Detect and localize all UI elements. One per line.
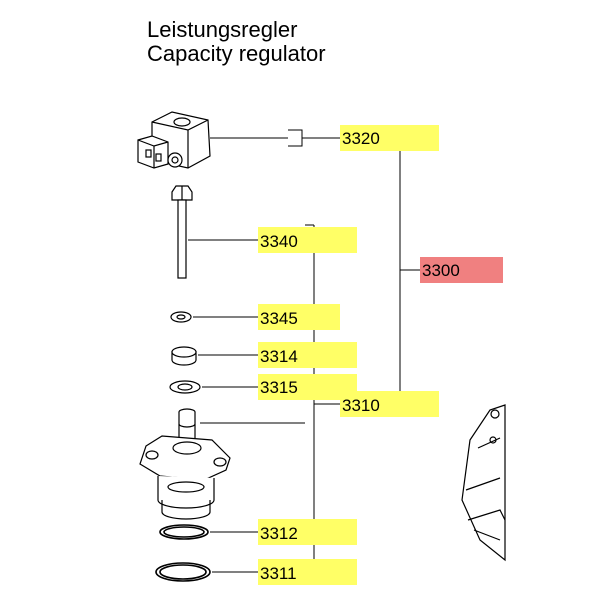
callout-3311[interactable]: 3311 xyxy=(258,559,357,585)
callout-3300[interactable]: 3300 xyxy=(420,257,503,283)
cap-part[interactable] xyxy=(171,346,197,366)
callout-3311-highlight xyxy=(258,559,357,585)
callout-3340-label: 3340 xyxy=(260,232,298,251)
title-block: Leistungsregler Capacity regulator xyxy=(147,18,326,66)
title-english: Capacity regulator xyxy=(147,41,326,66)
callout-3312-highlight xyxy=(258,519,357,545)
callout-3310-label: 3310 xyxy=(342,396,380,415)
bolt-part[interactable] xyxy=(171,185,193,279)
title-german: Leistungsregler xyxy=(147,17,298,42)
seal-washer-part[interactable] xyxy=(169,380,201,394)
callout-3345-highlight xyxy=(258,304,340,330)
callout-3320-highlight xyxy=(340,125,439,151)
callout-3315-label: 3315 xyxy=(260,378,298,397)
callout-3300-highlight xyxy=(420,257,503,283)
callout-3300-label: 3300 xyxy=(422,261,460,280)
callout-3314-highlight xyxy=(258,342,357,368)
callout-3314-label: 3314 xyxy=(260,347,298,366)
callout-3310-highlight xyxy=(340,391,439,417)
solenoid-coil-part[interactable] xyxy=(137,111,211,169)
callout-3312[interactable]: 3312 xyxy=(258,519,357,545)
o-ring-small-part[interactable] xyxy=(159,524,209,540)
washer-part[interactable] xyxy=(170,311,192,323)
callout-3320-label: 3320 xyxy=(342,129,380,148)
callout-3345-label: 3345 xyxy=(260,309,298,328)
callout-3310[interactable]: 3310 xyxy=(340,391,439,417)
compressor-housing-partial xyxy=(461,404,506,562)
callout-3345[interactable]: 3345 xyxy=(258,304,340,330)
valve-body-part[interactable] xyxy=(139,408,231,520)
callout-3311-label: 3311 xyxy=(260,564,297,583)
callout-3314[interactable]: 3314 xyxy=(258,342,357,368)
callout-3320[interactable]: 3320 xyxy=(340,125,439,151)
o-ring-large-part[interactable] xyxy=(155,562,211,582)
callout-3340-highlight xyxy=(258,227,357,253)
callout-3340[interactable]: 3340 xyxy=(258,227,357,253)
callout-3312-label: 3312 xyxy=(260,524,298,543)
